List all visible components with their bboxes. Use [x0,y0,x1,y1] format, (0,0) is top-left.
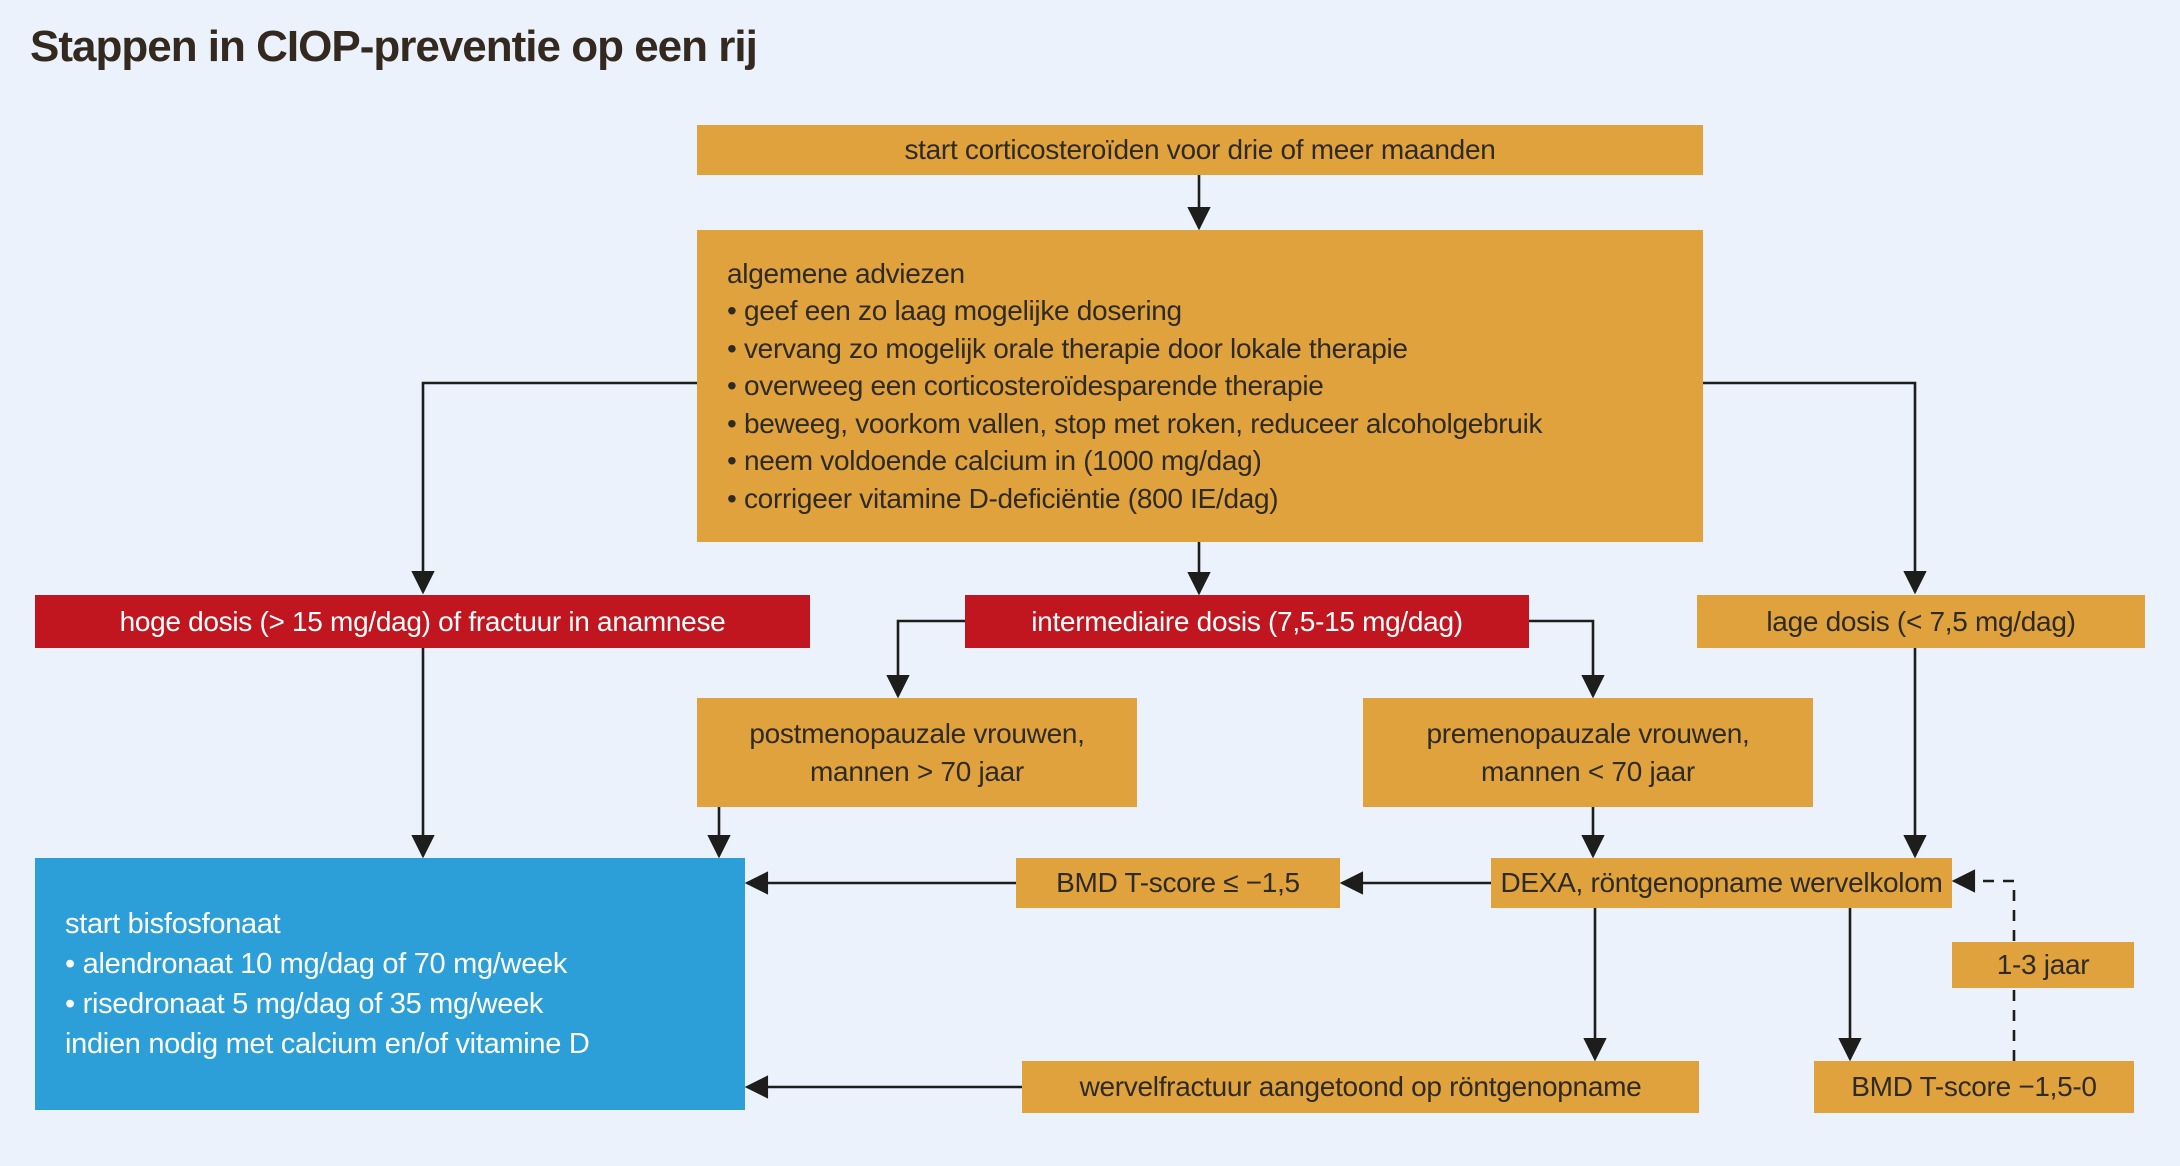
arrow-interval-loop-to-dexa [1951,869,2016,1061]
node-label: wervelfractuur aangetoond op röntgenopna… [1079,1071,1642,1102]
node-interval-1-3-jaar: 1-3 jaar [1952,942,2134,988]
node-label: 1-3 jaar [1996,949,2090,980]
arrow-advies-to-lage-dosis [1703,381,1927,595]
node-label-line2: mannen < 70 jaar [1481,755,1695,787]
advies-bullet: • vervang zo mogelijk orale therapie doo… [727,332,1408,364]
node-label: BMD T-score −1,5-0 [1851,1071,2097,1102]
advies-bullet: • neem voldoende calcium in (1000 mg/dag… [727,445,1262,477]
bisfosfonaat-bullet: • risedronaat 5 mg/dag of 35 mg/week [65,988,544,1020]
node-label: DEXA, röntgenopname wervelkolom [1500,867,1943,898]
arrow-intermediair-to-premeno [1529,619,1605,699]
advies-bullet: • overweeg een corticosteroïdesparende t… [727,370,1324,402]
node-label-line1: premenopauzale vrouwen, [1426,717,1750,749]
node-title: algemene adviezen [727,257,965,289]
node-label: lage dosis (< 7,5 mg/dag) [1766,605,2076,637]
node-label: hoge dosis (> 15 mg/dag) of fractuur in … [119,605,726,637]
node-label-line2: mannen > 70 jaar [810,755,1024,787]
advies-bullet: • geef een zo laag mogelijke dosering [727,295,1182,327]
node-label-line1: postmenopauzale vrouwen, [749,717,1085,749]
bisfosfonaat-bullet: • alendronaat 10 mg/dag of 70 mg/week [65,948,568,980]
node-start-corticosteroiden: start corticosteroïden voor drie of meer… [697,125,1703,175]
node-intermediaire-dosis: intermediaire dosis (7,5-15 mg/dag) [965,595,1529,648]
node-algemene-adviezen: algemene adviezen • geef een zo laag mog… [697,230,1703,542]
node-start-bisfosfonaat: start bisfosfonaat • alendronaat 10 mg/d… [35,858,745,1110]
node-bmd-t-score-midden: BMD T-score −1,5-0 [1814,1061,2134,1113]
node-postmenopauzale-vrouwen: postmenopauzale vrouwen, mannen > 70 jaa… [697,698,1137,807]
node-label: BMD T-score ≤ −1,5 [1056,867,1300,898]
node-hoge-dosis: hoge dosis (> 15 mg/dag) of fractuur in … [35,595,810,648]
node-wervelfractuur: wervelfractuur aangetoond op röntgenopna… [1022,1061,1699,1113]
node-lage-dosis: lage dosis (< 7,5 mg/dag) [1697,595,2145,648]
node-label: start corticosteroïden voor drie of meer… [904,134,1496,165]
node-footer: indien nodig met calcium en/of vitamine … [65,1028,590,1060]
arrow-intermediair-to-postmeno [886,619,965,699]
arrow-advies-to-hoge-dosis [411,381,697,595]
advies-bullet: • beweeg, voorkom vallen, stop met roken… [727,407,1543,439]
node-title: start bisfosfonaat [65,908,281,940]
node-premenopauzale-vrouwen: premenopauzale vrouwen, mannen < 70 jaar [1363,698,1813,807]
node-bmd-t-score-laag: BMD T-score ≤ −1,5 [1016,858,1340,908]
node-dexa-rontgenopname: DEXA, röntgenopname wervelkolom [1491,858,1952,908]
advies-bullet: • corrigeer vitamine D-deficiëntie (800 … [727,482,1279,514]
page-title: Stappen in CIOP-preventie op een rij [30,22,758,71]
node-label: intermediaire dosis (7,5-15 mg/dag) [1031,605,1463,637]
